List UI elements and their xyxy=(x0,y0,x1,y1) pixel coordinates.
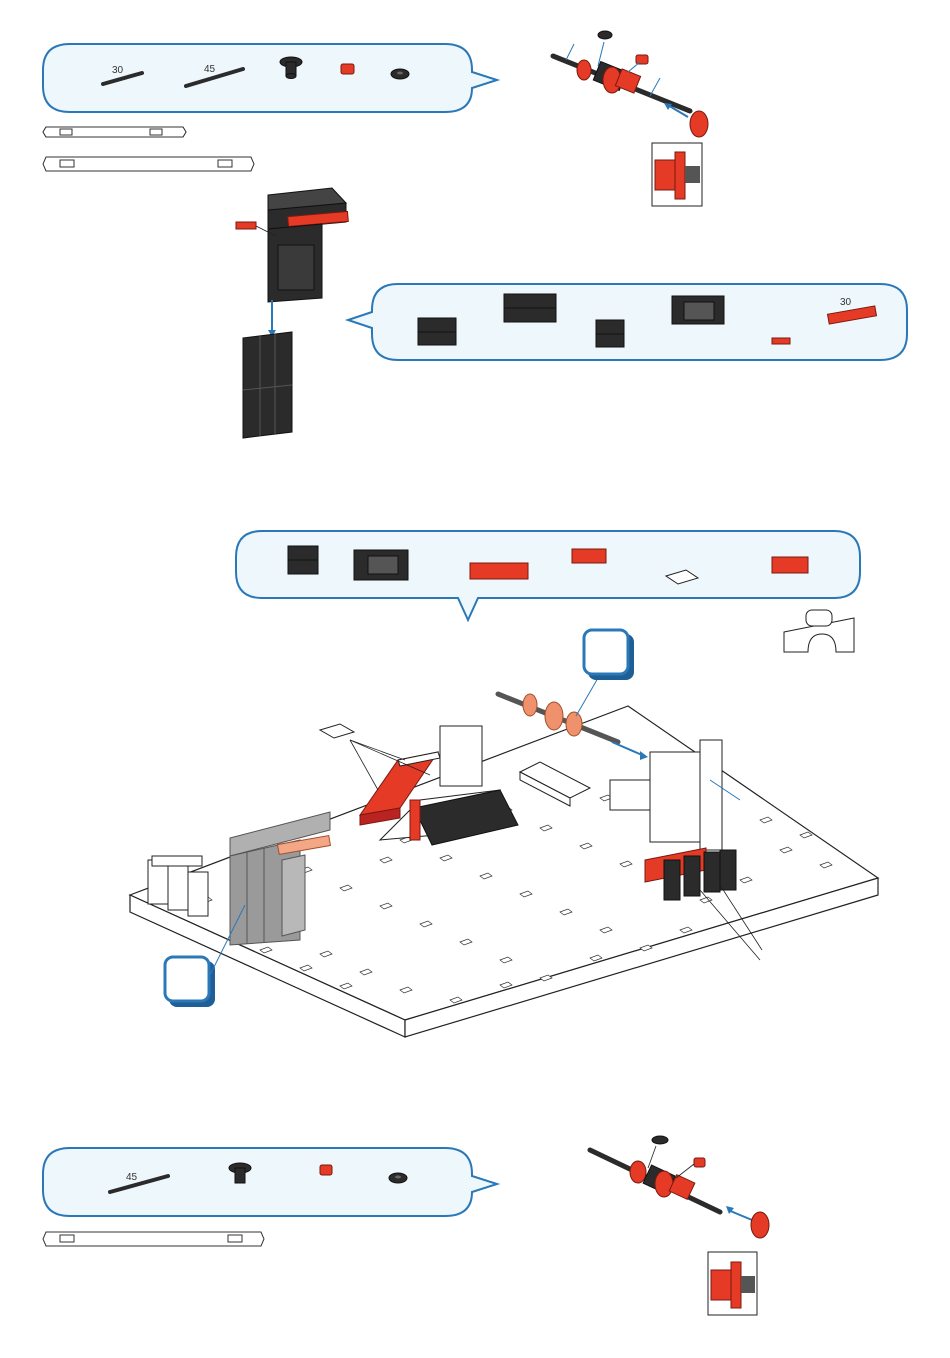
red-rod-30-label: 30 xyxy=(840,297,852,308)
red-angle-icon xyxy=(772,557,808,573)
length-ruler-1 xyxy=(43,127,186,137)
length-ruler-2 xyxy=(43,157,254,171)
building-block-small-icon xyxy=(596,320,624,347)
nut-icon xyxy=(391,69,409,79)
length-ruler-3 xyxy=(43,1232,264,1246)
building-block-double-icon xyxy=(418,318,456,345)
axle-45-label: 45 xyxy=(204,64,216,75)
parts-bubble-1: 30 45 xyxy=(43,44,497,112)
red-pin-icon xyxy=(772,338,790,344)
axle-30-label: 30 xyxy=(112,65,124,76)
parts-bubble-4: 45 xyxy=(43,1148,497,1216)
parts-bubble-2: 30 xyxy=(348,284,907,360)
red-plate-icon xyxy=(470,563,528,579)
angle-profile-icon xyxy=(784,610,854,652)
red-hub-icon xyxy=(341,64,354,74)
base-plate-assembly xyxy=(130,678,878,1037)
building-block-double-icon-2 xyxy=(504,294,556,322)
housing-block-icon-2 xyxy=(354,550,408,580)
red-hub-icon-2 xyxy=(320,1165,332,1175)
red-plate-small-icon xyxy=(572,549,606,563)
parts-bubble-3 xyxy=(236,531,860,620)
axle-gear-assembly-top xyxy=(553,31,708,206)
step-badge-upper[interactable] xyxy=(584,630,634,680)
axle-gear-assembly-bottom xyxy=(590,1136,769,1315)
column-assembly xyxy=(236,188,348,438)
nut-icon-2 xyxy=(389,1173,407,1183)
detail-view-box-2 xyxy=(708,1252,757,1315)
detail-view-box-1 xyxy=(652,143,702,206)
housing-block-icon xyxy=(672,296,724,324)
axle-45-label-2: 45 xyxy=(126,1172,138,1183)
building-block-small-icon-2 xyxy=(288,546,318,574)
